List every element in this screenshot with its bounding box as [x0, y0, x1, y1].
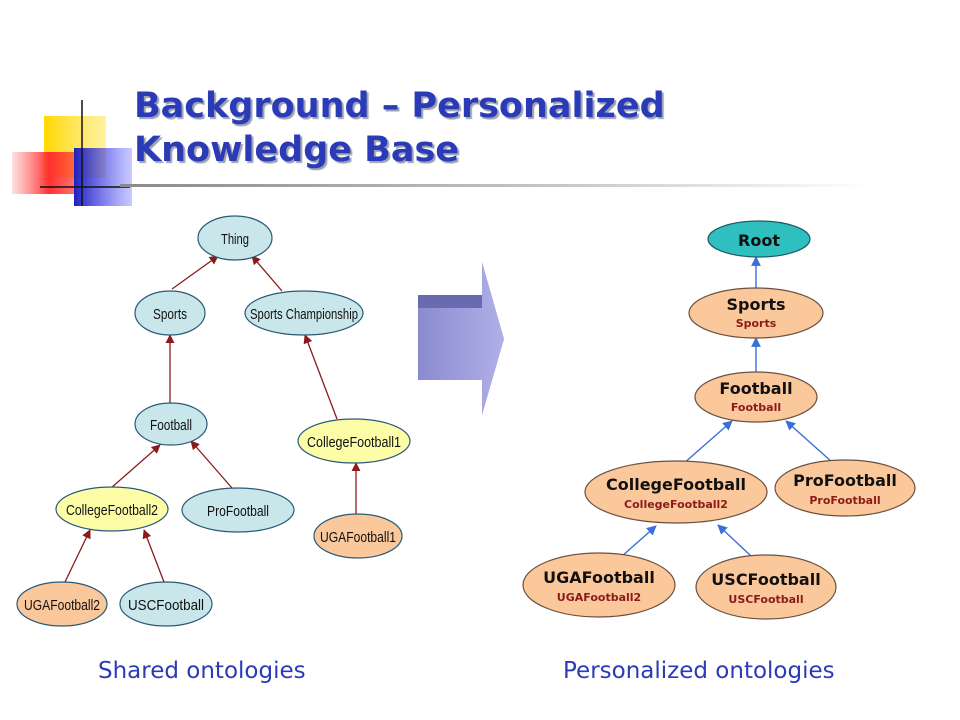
slide-title-line-1: Background – Personalized: [134, 86, 665, 126]
node-sports: Sports: [134, 290, 206, 336]
node-collegefootball2-label: CollegeFootball2: [66, 502, 158, 519]
node-profootball-label: ProFootball: [207, 503, 269, 520]
node-collegefootball1: CollegeFootball1: [297, 418, 411, 464]
node-collegefootball2: CollegeFootball2: [55, 486, 169, 532]
shared-edges: [64, 255, 361, 583]
node-thing: Thing: [197, 215, 273, 261]
edge-sports-thing: [171, 255, 219, 290]
node-uscfootball-label: USCFootball: [128, 597, 204, 614]
transform-arrow-icon: [418, 262, 504, 415]
node-ugafootball2: UGAFootball2: [16, 581, 108, 627]
slide-title-line-2: Knowledge Base: [134, 130, 460, 170]
node-thing-label: Thing: [221, 231, 249, 248]
node-profootball: ProFootball: [181, 487, 295, 533]
slide-logo-decoration: [12, 100, 132, 206]
node-football: Football: [134, 402, 208, 446]
node-sports-championship-label: Sports Championship: [250, 306, 358, 323]
node-p-collegefootball: CollegeFootball CollegeFootball2: [584, 460, 768, 524]
node-p-football-sublabel: Football: [731, 401, 781, 414]
node-p-profootball-sublabel: ProFootball: [809, 494, 880, 507]
node-p-ugafootball: UGAFootball UGAFootball2: [522, 552, 676, 618]
node-p-collegefootball-label: CollegeFootball: [606, 475, 746, 494]
node-sports-label: Sports: [153, 306, 187, 323]
node-ugafootball2-label: UGAFootball2: [24, 597, 100, 614]
node-p-uscfootball: USCFootball USCFootball: [695, 554, 837, 620]
node-uscfootball: USCFootball: [119, 581, 213, 627]
node-p-profootball-label: ProFootball: [793, 471, 897, 490]
edge-p-uga-college: [621, 525, 657, 557]
node-p-sports-sublabel: Sports: [736, 317, 777, 330]
node-collegefootball1-label: CollegeFootball1: [307, 434, 401, 451]
node-p-ugafootball-label: UGAFootball: [543, 568, 655, 587]
node-football-label: Football: [150, 417, 192, 434]
personalized-ontologies-caption: Personalized ontologies: [563, 658, 835, 684]
slide-title: Background – Personalized Knowledge Base: [134, 84, 894, 172]
node-p-football: Football Football: [694, 371, 818, 423]
edge-p-pro-football: [785, 420, 833, 463]
edge-collegefootball2-football: [110, 444, 161, 489]
node-p-sports-label: Sports: [726, 295, 785, 314]
shared-ontologies-caption: Shared ontologies: [98, 658, 306, 684]
edge-uscfootball-collegefootball2: [142, 529, 165, 583]
node-p-uscfootball-sublabel: USCFootball: [728, 593, 803, 606]
node-sports-championship: Sports Championship: [244, 290, 364, 336]
personalized-ontology-graph: Root Sports Sports Football Football Col…: [522, 220, 916, 620]
edge-p-usc-college: [717, 524, 752, 557]
node-p-profootball: ProFootball ProFootball: [774, 459, 916, 517]
edge-p-college-football: [682, 420, 733, 465]
node-p-collegefootball-sublabel: CollegeFootball2: [624, 498, 728, 511]
node-p-sports: Sports Sports: [688, 287, 824, 339]
node-p-ugafootball-sublabel: UGAFootball2: [557, 591, 641, 604]
node-ugafootball1: UGAFootball1: [313, 513, 403, 559]
edge-profootball-football: [190, 440, 233, 489]
node-p-root: Root: [707, 220, 811, 258]
personalized-edges: [621, 256, 833, 557]
edge-ugafootball2-collegefootball2: [64, 529, 91, 583]
node-ugafootball1-label: UGAFootball1: [320, 529, 396, 546]
edge-collegefootball1-championship: [303, 334, 338, 420]
title-underline: [120, 184, 870, 187]
shared-ontology-graph: Thing Sports Sports Championship Footbal…: [16, 215, 411, 627]
node-p-football-label: Football: [719, 379, 792, 398]
node-p-root-label: Root: [738, 231, 780, 250]
edge-championship-thing: [251, 255, 283, 292]
node-p-uscfootball-label: USCFootball: [711, 570, 820, 589]
